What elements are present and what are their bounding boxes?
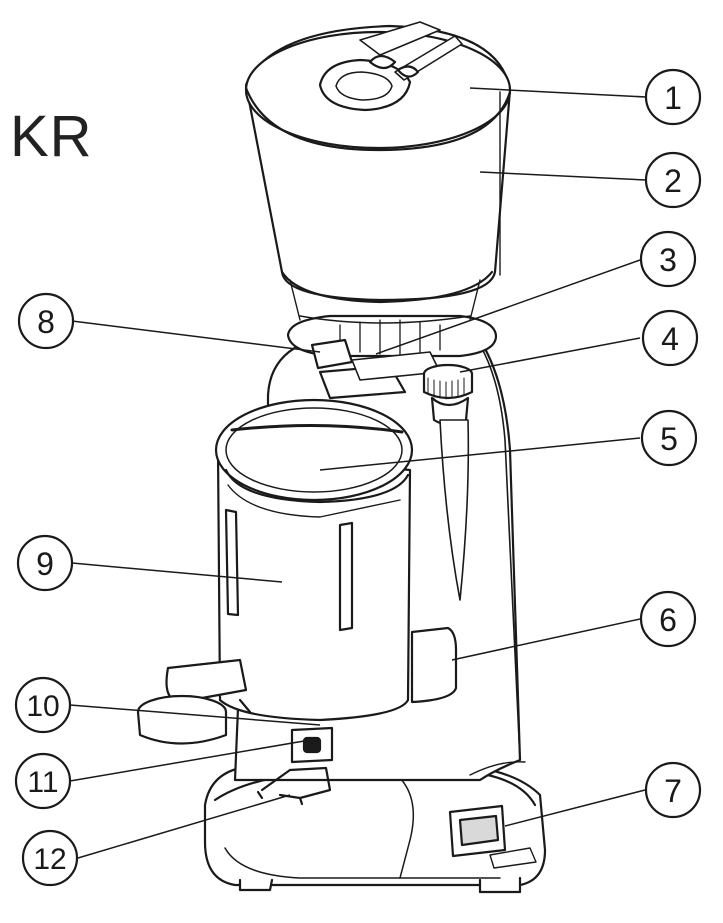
model-label: KR	[10, 104, 93, 169]
leader-lines	[69, 87, 647, 859]
callout-number: 6	[659, 602, 677, 638]
callout-3: 3	[639, 230, 697, 288]
callout-number: 7	[664, 773, 682, 809]
callout-2: 2	[644, 151, 702, 209]
callout-number: 10	[26, 690, 59, 723]
callout-number: 5	[660, 421, 678, 457]
callout-12: 12	[21, 829, 79, 887]
callout-1: 1	[644, 68, 702, 126]
callout-number: 12	[33, 843, 66, 876]
doser-window-right	[338, 521, 354, 632]
callout-number: 2	[664, 163, 682, 199]
callout-11: 11	[14, 752, 72, 810]
callout-number: 8	[37, 304, 55, 340]
callout-7: 7	[644, 761, 702, 819]
callout-number: 1	[664, 80, 682, 116]
callout-6: 6	[639, 590, 697, 648]
callout-4: 4	[641, 309, 699, 367]
callout-10: 10	[14, 676, 72, 734]
portafilter-fork	[260, 766, 332, 800]
grind-adjuster	[310, 338, 354, 370]
callout-number: 11	[27, 766, 58, 799]
callout-number: 9	[36, 546, 54, 582]
callout-9: 9	[16, 534, 74, 592]
doser	[216, 450, 412, 722]
callout-8: 8	[17, 292, 75, 350]
callout-number: 4	[661, 321, 679, 357]
callout-5: 5	[640, 409, 698, 467]
callout-number: 3	[659, 242, 677, 278]
front-panel	[410, 626, 458, 704]
doser-window-left	[224, 508, 240, 617]
body-slot	[439, 419, 470, 601]
